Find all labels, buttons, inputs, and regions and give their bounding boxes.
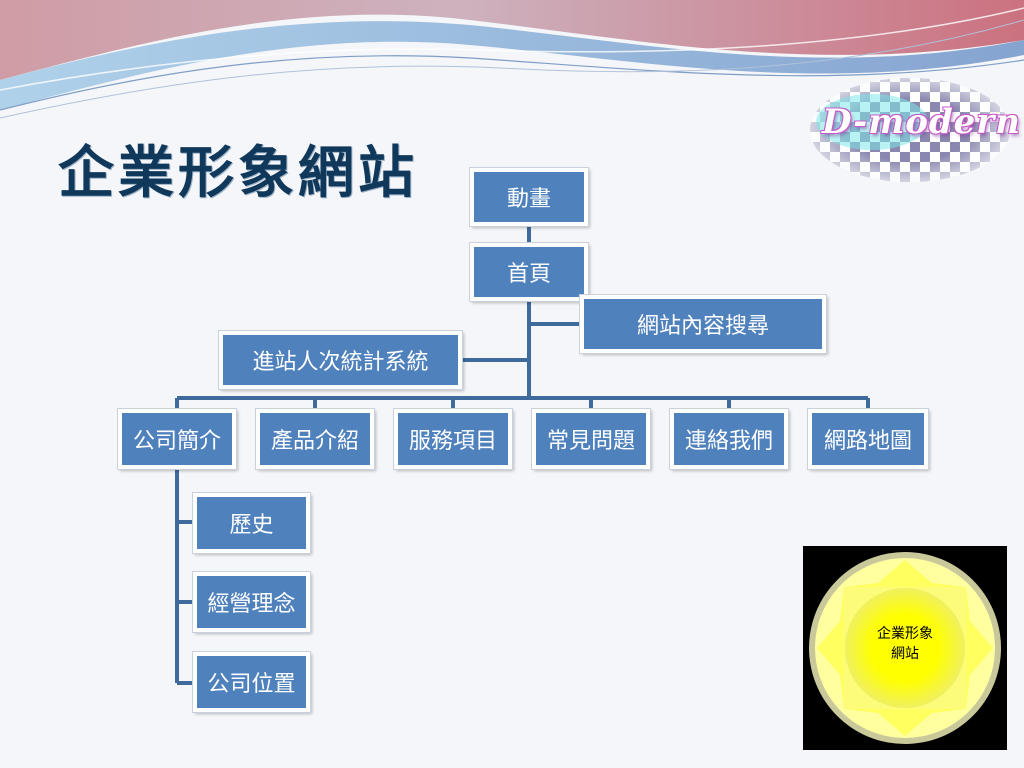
page-title: 企業形象網站 — [58, 140, 418, 206]
sun-octagon-icon — [809, 552, 1001, 744]
node-site-search: 網站內容搜尋 — [580, 295, 826, 353]
badge-panel: 企業形象 網站 — [803, 546, 1007, 750]
badge-label-line1: 企業形象 — [877, 626, 933, 642]
node-location: 公司位置 — [193, 652, 310, 712]
node-home: 首頁 — [470, 243, 588, 301]
node-services: 服務項目 — [394, 409, 512, 469]
node-faq: 常見問題 — [532, 409, 650, 469]
badge-label-line2: 網站 — [891, 646, 919, 662]
node-contact: 連絡我們 — [670, 409, 788, 469]
badge-label: 企業形象 網站 — [803, 624, 1007, 664]
node-philosophy: 經營理念 — [193, 572, 310, 632]
node-history: 歷史 — [193, 493, 310, 553]
node-product-intro: 產品介紹 — [256, 409, 374, 469]
checkered-logo-icon — [810, 78, 1010, 182]
node-company-intro: 公司簡介 — [118, 409, 236, 469]
header-wave-decoration — [0, 0, 1024, 119]
node-sitemap: 網路地圖 — [808, 409, 928, 469]
logo-wordmark: D-modern — [822, 102, 1021, 142]
node-visitor-counter: 進站人次統計系統 — [219, 331, 462, 389]
node-animation: 動畫 — [470, 168, 588, 226]
